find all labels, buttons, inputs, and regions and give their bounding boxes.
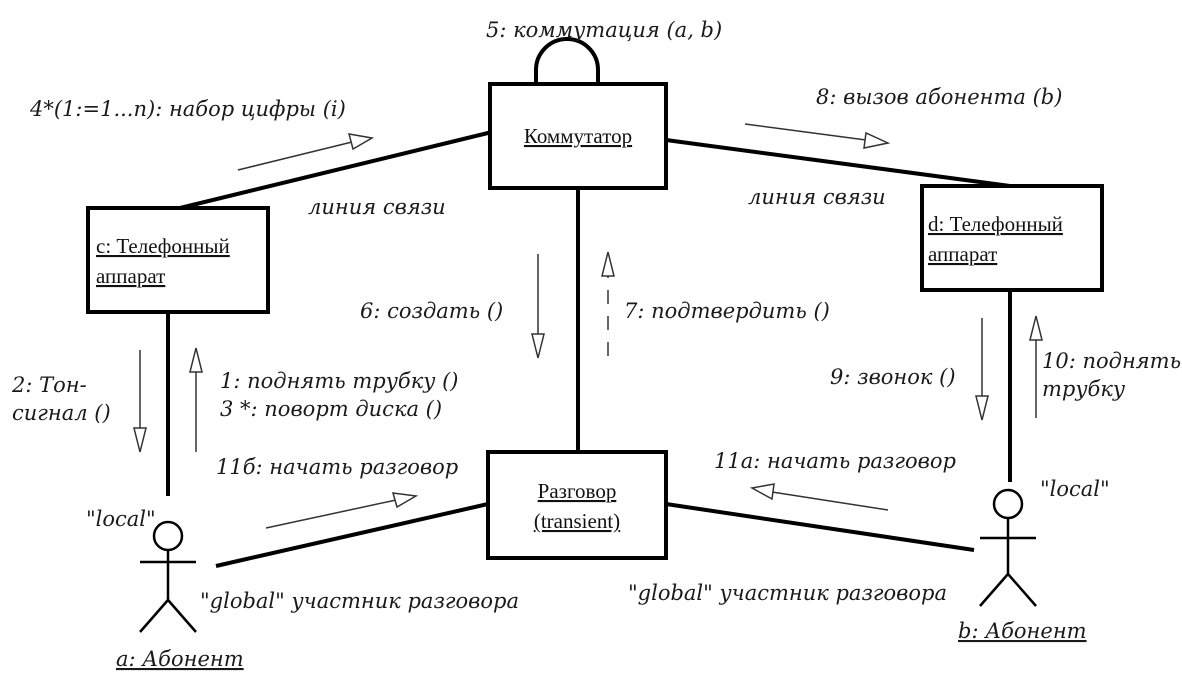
arrow-msg-11a <box>749 483 889 511</box>
label-msg-9: 9: звонок () <box>830 365 956 389</box>
label-msg-2-line1: 2: Тон- <box>11 373 87 397</box>
object-phone-c-line1: c: Телефонный <box>96 234 230 258</box>
object-conversation[interactable]: Разговор (transient) <box>486 450 668 560</box>
link-switch-phone-d <box>665 138 1011 188</box>
arrow-msg-9 <box>975 318 989 421</box>
label-msg-11a: 11а: начать разговор <box>714 449 956 473</box>
object-phone-d-line2: аппарат <box>928 242 997 266</box>
label-link-right: линия связи <box>748 185 886 209</box>
arrow-msg-4 <box>237 133 375 171</box>
arrow-msg-1-3 <box>189 347 203 452</box>
label-msg-8: 8: вызов абонента (b) <box>816 85 1062 109</box>
arrow-msg-6 <box>531 254 545 359</box>
actor-b[interactable] <box>979 488 1037 607</box>
label-msg-4: 4*(1:=1...n): набор цифры (i) <box>29 97 346 121</box>
arrow-msg-8 <box>744 123 891 149</box>
self-link-switch <box>534 37 600 84</box>
arrow-msg-11b <box>265 492 419 529</box>
arrow-msg-7 <box>601 251 615 356</box>
link-actor-a-conversation <box>215 502 489 568</box>
object-phone-c-line2: аппарат <box>96 264 165 288</box>
link-phone-c-switch <box>179 130 493 210</box>
object-switch[interactable]: Коммутатор <box>488 82 668 190</box>
label-actor-a-local: "local" <box>86 507 156 531</box>
link-conversation-actor-b <box>665 502 975 552</box>
label-msg-3: 3 *: поворт диска () <box>220 397 442 421</box>
label-msg-11b: 11б: начать разговор <box>216 455 458 479</box>
label-msg-10-line1: 10: поднять <box>1042 349 1181 373</box>
actor-a-leg-left <box>139 599 169 633</box>
label-msg-7: 7: подтвердить () <box>624 299 830 323</box>
object-phone-c[interactable]: c: Телефонный аппарат <box>86 206 270 314</box>
arrow-msg-10 <box>1029 315 1043 418</box>
actor-a-leg-right <box>167 599 197 633</box>
label-msg-6: 6: создать () <box>360 299 503 323</box>
actor-a-name: a: Абонент <box>116 647 244 671</box>
object-conversation-line1: Разговор <box>538 479 617 503</box>
actor-b-head <box>992 488 1024 520</box>
actor-b-leg-right <box>1007 573 1037 607</box>
label-link-left: линия связи <box>308 195 446 219</box>
label-msg-1: 1: поднять трубку () <box>220 369 459 393</box>
arrow-msg-2 <box>133 350 147 453</box>
object-conversation-line2: (transient) <box>534 509 620 533</box>
actor-b-name: b: Абонент <box>958 619 1087 643</box>
object-phone-d[interactable]: d: Телефонный аппарат <box>920 184 1104 292</box>
label-actor-b-global: "global" участник разговора <box>628 581 947 605</box>
actor-a[interactable] <box>139 520 197 633</box>
label-actor-a-global: "global" участник разговора <box>200 589 519 613</box>
actor-a-head <box>152 520 184 552</box>
object-phone-d-line1: d: Телефонный <box>928 212 1063 236</box>
object-switch-name: Коммутатор <box>524 124 632 148</box>
label-actor-b-local: "local" <box>1040 477 1110 501</box>
label-msg-2-line2: сигнал () <box>12 401 111 425</box>
label-msg-10-line2: трубку <box>1042 377 1126 401</box>
label-msg-5: 5: коммутация (a, b) <box>486 18 722 42</box>
actor-b-leg-left <box>979 573 1009 607</box>
